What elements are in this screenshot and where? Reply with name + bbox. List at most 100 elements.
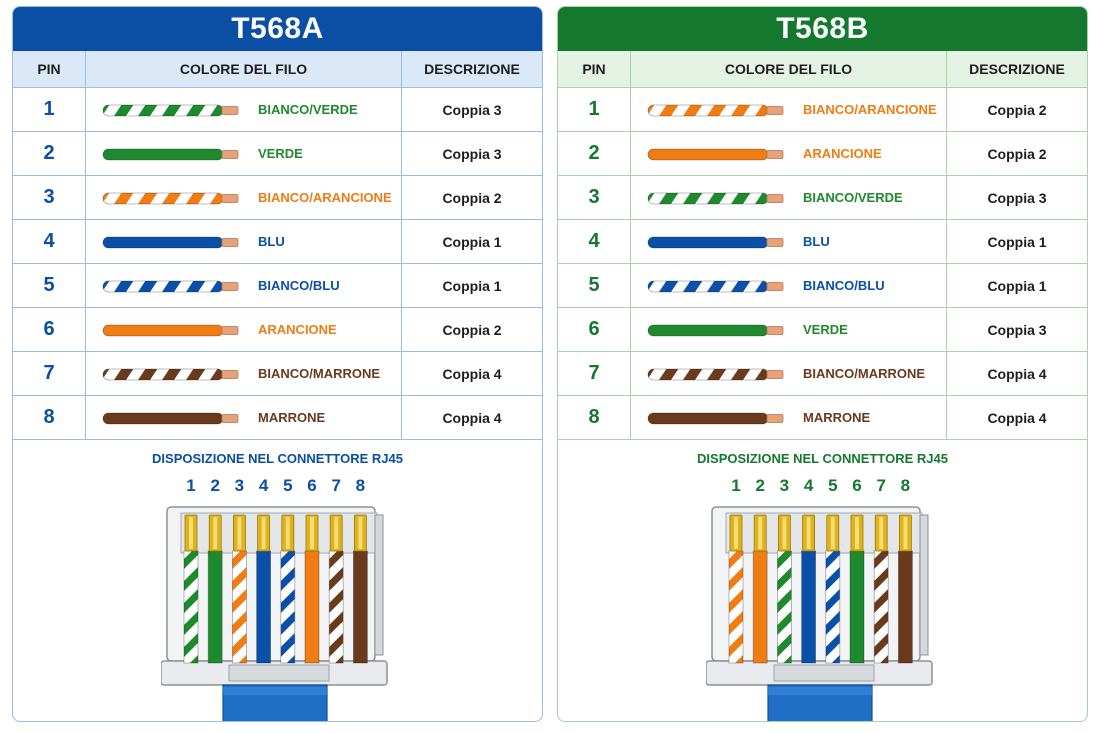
pin-number: 6 xyxy=(43,318,55,340)
pair-description: Coppia 2 xyxy=(987,145,1047,162)
rj45-connector xyxy=(161,506,388,721)
table-row: 4 BLU Coppia 1 xyxy=(558,220,1087,264)
pair-description: Coppia 4 xyxy=(442,409,502,426)
wire-color-name: MARRONE xyxy=(803,410,871,425)
wire-icon xyxy=(102,324,239,336)
connector-pin-label: 1 xyxy=(186,476,196,495)
copper-tip xyxy=(221,237,239,247)
wire-color-name: VERDE xyxy=(258,146,303,161)
pin-number: 1 xyxy=(43,98,55,120)
pair-description: Coppia 1 xyxy=(987,277,1047,294)
wire-icon xyxy=(647,324,784,336)
pin-header: PIN xyxy=(582,61,606,77)
wire-color-header: COLORE DEL FILO xyxy=(630,51,947,87)
pair-description: Coppia 3 xyxy=(442,101,502,118)
description-header: DESCRIZIONE xyxy=(424,61,520,77)
rj45-connector xyxy=(706,506,933,721)
table-row: 3 BIANCO/VERDE Coppia 3 xyxy=(558,176,1087,220)
table-row: 6 ARANCIONE Coppia 2 xyxy=(13,308,542,352)
connector-pin-label: 5 xyxy=(828,476,838,495)
table-row: 4 BLU Coppia 1 xyxy=(13,220,542,264)
table-row: 5 BIANCO/BLU Coppia 1 xyxy=(558,264,1087,308)
table-row: 2 VERDE Coppia 3 xyxy=(13,132,542,176)
connector-wire xyxy=(898,551,913,663)
wire-color-name: BIANCO/VERDE xyxy=(258,102,358,117)
wire-icon xyxy=(647,236,784,248)
wire-icon xyxy=(102,104,239,116)
connector-wire xyxy=(232,551,247,663)
pin-number: 2 xyxy=(43,142,55,164)
copper-tip xyxy=(221,149,239,159)
pin-header: PIN xyxy=(37,61,61,77)
copper-tip xyxy=(221,413,239,423)
connector-wire xyxy=(305,551,319,663)
wire-icon xyxy=(102,236,239,248)
connector-side xyxy=(374,514,384,656)
wire-color-name: BIANCO/MARRONE xyxy=(803,366,926,381)
wire-color-name: VERDE xyxy=(803,322,848,337)
table-row: 6 VERDE Coppia 3 xyxy=(558,308,1087,352)
wire-icon xyxy=(647,148,784,160)
wire-color-name: BLU xyxy=(258,234,285,249)
wire-color-name: BIANCO/BLU xyxy=(803,278,885,293)
t568b-panel: T568B PIN COLORE DEL FILO DESCRIZIONE 1 … xyxy=(557,6,1088,722)
wire-color-name: BIANCO/BLU xyxy=(258,278,340,293)
connector-wire xyxy=(850,551,864,663)
copper-tip xyxy=(221,369,239,379)
wire-color-name: BIANCO/VERDE xyxy=(803,190,903,205)
pin-number: 4 xyxy=(43,230,55,252)
t568a-rows: 1 BIANCO/VERDE Coppia 3 2 VERDE Coppia 3… xyxy=(13,87,542,440)
connector-side xyxy=(919,514,929,656)
connector-wire xyxy=(280,551,295,663)
copper-tip xyxy=(766,105,784,115)
connector-title: DISPOSIZIONE NEL CONNETTORE RJ45 xyxy=(697,451,948,466)
pair-description: Coppia 4 xyxy=(987,365,1047,382)
wire-color-name: ARANCIONE xyxy=(258,322,337,337)
wire-icon xyxy=(647,104,784,116)
connector-pin-label: 1 xyxy=(731,476,741,495)
wire-color-name: ARANCIONE xyxy=(803,146,882,161)
wire-color-name: BIANCO/ARANCIONE xyxy=(258,190,392,205)
pair-description: Coppia 3 xyxy=(987,189,1047,206)
connector-pin-label: 3 xyxy=(779,476,790,495)
pin-number: 3 xyxy=(43,186,55,208)
table-row: 3 BIANCO/ARANCIONE Coppia 2 xyxy=(13,176,542,220)
copper-tip xyxy=(766,413,784,423)
pin-number: 6 xyxy=(588,318,600,340)
wire-color-header: COLORE DEL FILO xyxy=(85,51,402,87)
wire-icon xyxy=(102,368,239,380)
table-row: 7 BIANCO/MARRONE Coppia 4 xyxy=(13,352,542,396)
pair-description: Coppia 2 xyxy=(442,189,502,206)
connector-wire xyxy=(329,551,344,663)
copper-tip xyxy=(766,281,784,291)
description-header: DESCRIZIONE xyxy=(969,61,1065,77)
wire-icon xyxy=(102,412,239,424)
wire-icon xyxy=(647,368,784,380)
pair-description: Coppia 2 xyxy=(987,101,1047,118)
connector-wire xyxy=(256,551,271,663)
connector-pin-label: 2 xyxy=(755,476,765,495)
connector-title: DISPOSIZIONE NEL CONNETTORE RJ45 xyxy=(152,451,403,466)
connector-pin-label: 7 xyxy=(876,476,886,495)
pin-number: 4 xyxy=(588,230,600,252)
t568b-table-header: PIN COLORE DEL FILO DESCRIZIONE xyxy=(558,51,1087,87)
connector-pin-label: 3 xyxy=(234,476,245,495)
connector-pin-label: 8 xyxy=(900,476,911,495)
connector-pin-label: 5 xyxy=(283,476,293,495)
connector-pin-label: 6 xyxy=(852,476,862,495)
wire-icon xyxy=(102,148,239,160)
table-row: 2 ARANCIONE Coppia 2 xyxy=(558,132,1087,176)
pin-number: 2 xyxy=(588,142,600,164)
wire-icon xyxy=(102,192,239,204)
t568a-table-header: PIN COLORE DEL FILO DESCRIZIONE xyxy=(13,51,542,87)
table-row: 5 BIANCO/BLU Coppia 1 xyxy=(13,264,542,308)
pair-description: Coppia 4 xyxy=(442,365,502,382)
pair-description: Coppia 3 xyxy=(987,321,1047,338)
copper-tip xyxy=(766,237,784,247)
copper-tip xyxy=(221,281,239,291)
table-row: 1 BIANCO/ARANCIONE Coppia 2 xyxy=(558,88,1087,132)
wire-icon xyxy=(647,280,784,292)
t568b-rows: 1 BIANCO/ARANCIONE Coppia 2 2 ARANCIONE … xyxy=(558,87,1087,440)
wire-color-name: BIANCO/MARRONE xyxy=(258,366,381,381)
wire-color-name: BIANCO/ARANCIONE xyxy=(803,102,937,117)
